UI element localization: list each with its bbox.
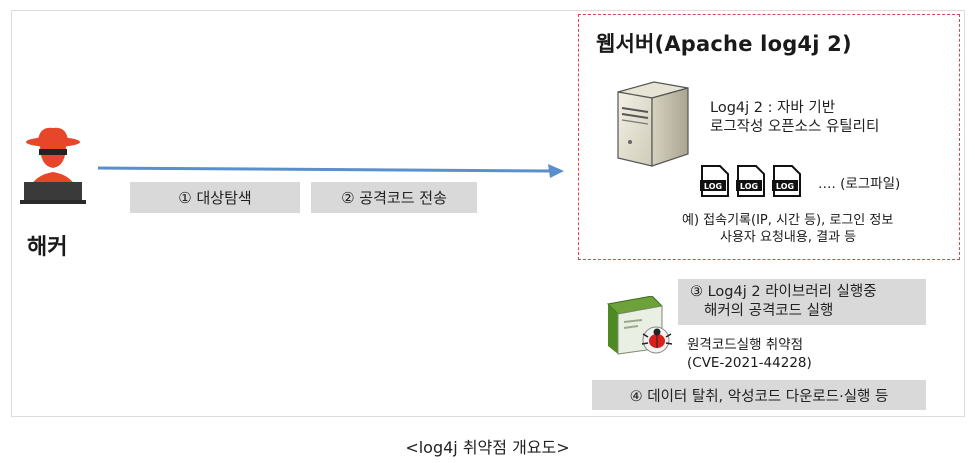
step3-box: ③ Log4j 2 라이브러리 실행중 해커의 공격코드 실행 [678, 279, 926, 325]
log-file-text: LOG [704, 182, 722, 191]
vuln-line2: (CVE-2021-44228) [687, 355, 812, 371]
log-files-group: LOG LOG LOG [700, 165, 810, 199]
log-file-icon: LOG [700, 165, 729, 197]
log-file-icon: LOG [772, 165, 801, 197]
vuln-line1: 원격코드실행 취약점 [687, 337, 804, 353]
web-server-box [578, 14, 960, 260]
step1-label: ① 대상탐색 [178, 189, 252, 207]
log-file-icon: LOG [736, 165, 765, 197]
step4-label: ④ 데이터 탈취, 악성코드 다운로드·실행 등 [629, 388, 889, 405]
diagram-frame [11, 10, 965, 417]
log-file-text: LOG [740, 182, 758, 191]
malware-icon [606, 296, 673, 355]
step2-box: ② 공격코드 전송 [311, 182, 477, 213]
hacker-label: 해커 [27, 235, 68, 260]
figure-caption: <log4j 취약점 개요도> [405, 438, 570, 457]
hacker-icon [20, 127, 86, 204]
step3-line2: 해커의 공격코드 실행 [704, 303, 834, 319]
step4-box: ④ 데이터 탈취, 악성코드 다운로드·실행 등 [592, 380, 926, 410]
step2-label: ② 공격코드 전송 [341, 189, 447, 207]
server-icon [617, 81, 689, 167]
log-example-line1: 예) 접속기록(IP, 시간 등), 로그인 정보 [682, 213, 894, 228]
log-example-line2: 사용자 요청내용, 결과 등 [720, 230, 857, 245]
server-desc-line2: 로그작성 오픈소스 유틸리티 [710, 119, 880, 135]
server-desc-line1: Log4j 2 : 자바 기반 [710, 100, 836, 116]
step3-line1: ③ Log4j 2 라이브러리 실행중 [690, 284, 877, 300]
server-title: 웹서버(Apache log4j 2) [596, 32, 852, 56]
step1-box: ① 대상탐색 [130, 182, 300, 213]
attack-arrow [98, 164, 564, 178]
log-file-text: LOG [776, 182, 794, 191]
log-files-label: …. (로그파일) [818, 176, 901, 192]
